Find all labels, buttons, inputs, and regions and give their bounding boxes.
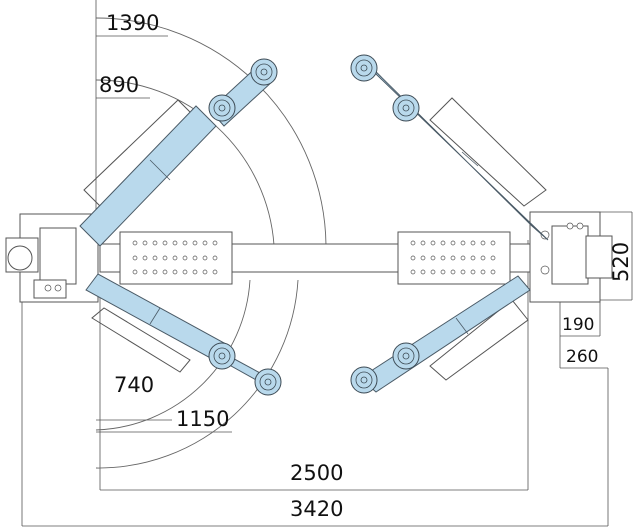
dimension-labels: 1390 890 740 1150 2500 3420 520 190 260 [99, 11, 633, 521]
left-post [5, 213, 99, 303]
pad-bottom-left-inner [208, 342, 236, 370]
pad-top-right-outer [350, 54, 378, 82]
label-offset-190: 190 [562, 315, 594, 335]
pad-top-left-outer [250, 58, 278, 86]
pad-bottom-left-outer [254, 368, 282, 396]
label-offset-260: 260 [566, 347, 598, 367]
label-radius-890: 890 [99, 73, 139, 97]
label-radius-740: 740 [114, 373, 154, 397]
beam-holes-left [132, 240, 218, 275]
beam-holes-right [410, 240, 496, 275]
lift-arms [79, 57, 549, 393]
label-radius-1150: 1150 [176, 407, 229, 431]
pad-top-left-inner [208, 94, 236, 122]
arm-top-right [361, 57, 549, 241]
label-width-2500: 2500 [290, 461, 343, 485]
pad-bottom-right-outer [350, 366, 378, 394]
lifting-pads [208, 54, 420, 396]
cross-beam [99, 231, 531, 285]
label-depth-520: 520 [609, 242, 633, 282]
pad-bottom-right-inner [392, 342, 420, 370]
pad-top-right-inner [392, 94, 420, 122]
arm-bottom-right [359, 275, 531, 393]
label-width-3420: 3420 [290, 497, 343, 521]
label-radius-1390: 1390 [106, 11, 159, 35]
right-post [529, 211, 613, 303]
